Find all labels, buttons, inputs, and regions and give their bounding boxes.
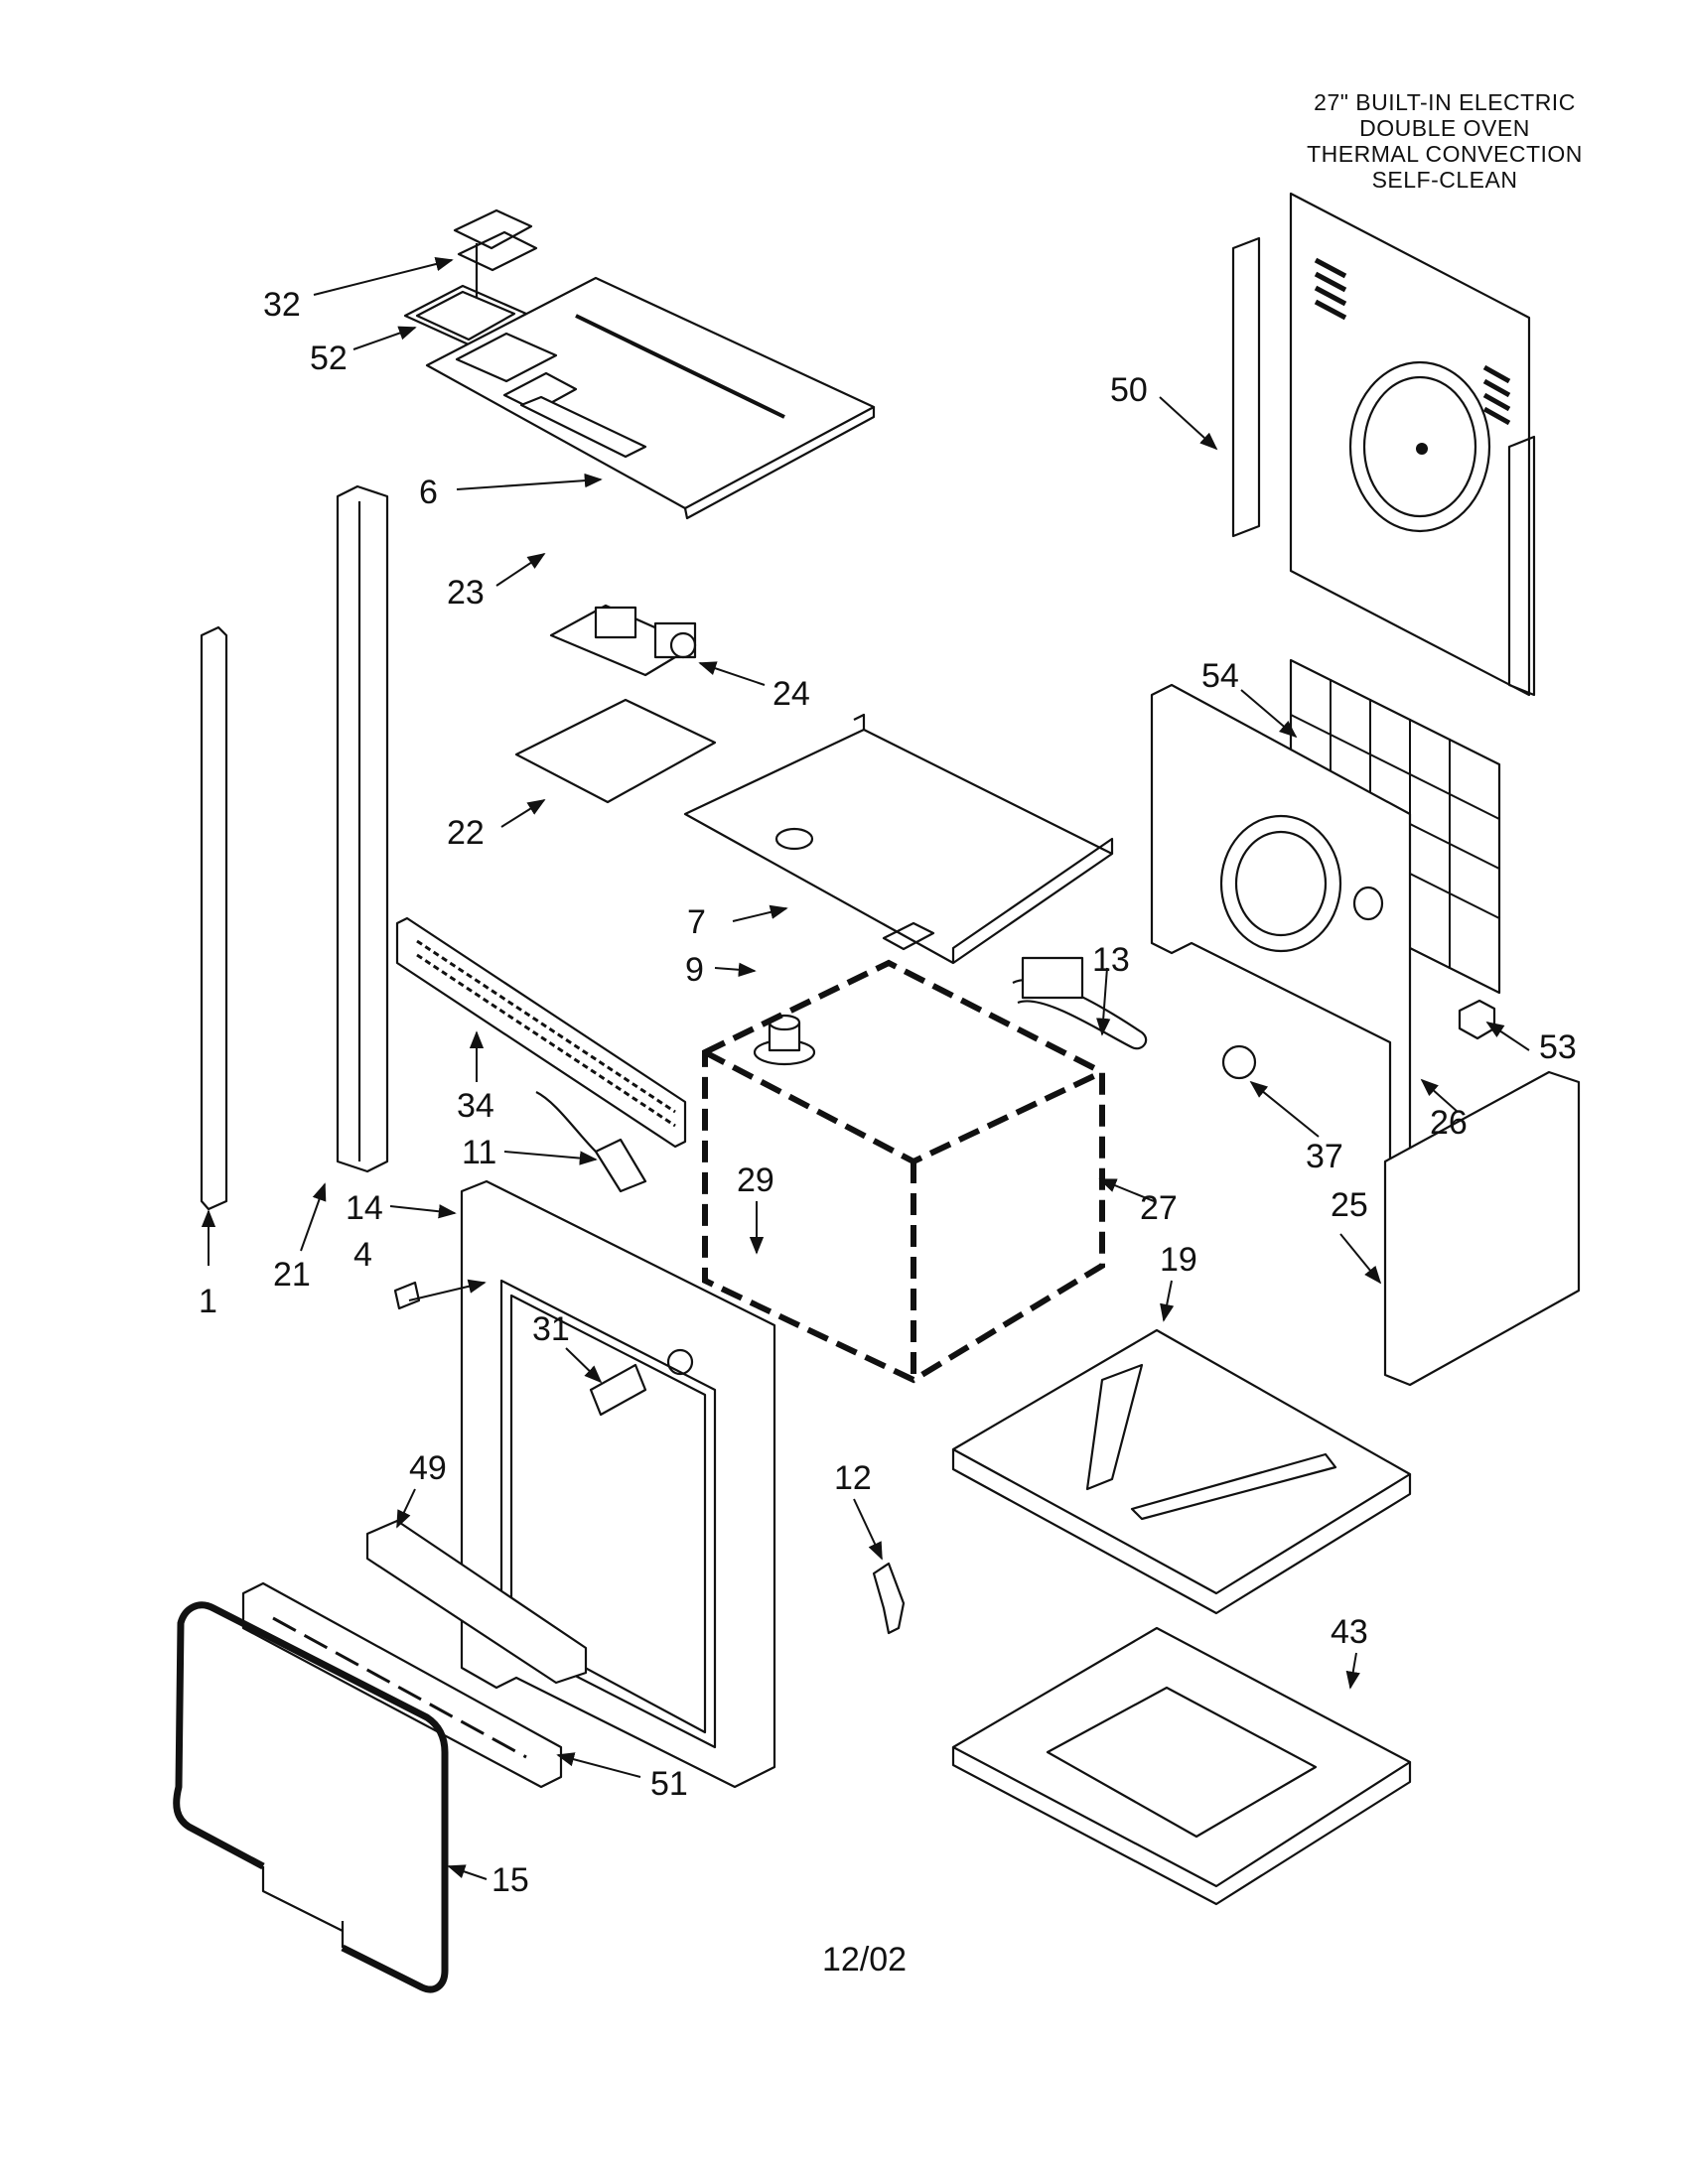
part-26-fan-baffle (1150, 683, 1412, 1163)
part-53-clip (1458, 999, 1496, 1040)
callout-9: 9 (685, 951, 704, 989)
callout-25: 25 (1331, 1186, 1368, 1224)
part-34-control-strip (395, 916, 687, 1149)
callout-24: 24 (772, 675, 810, 713)
callout-53: 53 (1539, 1028, 1577, 1066)
part-24-switch-assembly (549, 604, 697, 677)
callout-15: 15 (491, 1861, 529, 1899)
part-1-side-strip (200, 625, 228, 1211)
callout-21: 21 (273, 1256, 311, 1294)
part-43-bottom-tray (951, 1626, 1412, 1906)
part-31-lamp-socket (589, 1348, 694, 1417)
callout-11: 11 (462, 1134, 496, 1171)
title-line-3: THERMAL CONVECTION (1307, 141, 1583, 167)
part-50-rear-panel (1231, 192, 1536, 697)
part-6-top-panel (425, 276, 876, 520)
callout-43: 43 (1331, 1613, 1368, 1651)
title-block: 27" BUILT-IN ELECTRIC DOUBLE OVEN THERMA… (1241, 89, 1648, 193)
callout-51: 51 (650, 1765, 688, 1803)
callout-19: 19 (1160, 1241, 1197, 1279)
oven-cavity (702, 959, 1105, 1384)
callout-22: 22 (447, 814, 485, 852)
part-37-fan-nut (1221, 1044, 1257, 1080)
part-9-knob (753, 1014, 816, 1066)
part-13-convection-element (1012, 956, 1148, 1050)
callout-4: 4 (353, 1236, 372, 1274)
callout-12: 12 (834, 1459, 872, 1497)
title-line-4: SELF-CLEAN (1371, 167, 1518, 193)
callout-26: 26 (1430, 1104, 1468, 1142)
part-12-hinge (872, 1562, 906, 1635)
part-21-side-trim (336, 484, 389, 1173)
callout-52: 52 (310, 340, 348, 377)
callout-37: 37 (1306, 1138, 1343, 1175)
leader-lines (201, 256, 1530, 1880)
callout-32: 32 (263, 286, 301, 324)
title-line-1: 27" BUILT-IN ELECTRIC (1314, 89, 1576, 115)
callout-31: 31 (532, 1310, 570, 1348)
part-7-top-cover (683, 713, 1114, 965)
callout-29: 29 (737, 1161, 774, 1199)
callout-23: 23 (447, 574, 485, 612)
callout-50: 50 (1110, 371, 1148, 409)
part-4-screw (393, 1281, 421, 1310)
callout-54: 54 (1201, 657, 1239, 695)
part-19-bottom-shield (951, 1328, 1412, 1615)
part-11-sensor (535, 1091, 647, 1193)
callout-14: 14 (346, 1189, 383, 1227)
callout-6: 6 (419, 474, 438, 511)
callout-49: 49 (409, 1449, 447, 1487)
part-25-side-panel (1383, 1070, 1581, 1387)
title-line-2: DOUBLE OVEN (1359, 115, 1530, 141)
part-23-bracket (519, 395, 647, 459)
callout-13: 13 (1092, 941, 1130, 979)
callout-7: 7 (687, 903, 706, 941)
part-22-pad (514, 698, 717, 804)
part-14-front-frame (460, 1179, 776, 1789)
callout-34: 34 (457, 1087, 494, 1125)
callout-27: 27 (1140, 1189, 1178, 1227)
date-code: 12/02 (822, 1941, 908, 1979)
callout-1: 1 (199, 1283, 217, 1320)
part-32-vent-trim (453, 208, 538, 298)
callout-numbers: 32 52 6 50 23 24 54 22 7 13 9 34 53 26 1… (199, 286, 1577, 1899)
part-15-door-gasket (173, 1601, 449, 1993)
part-51-vent-grille (241, 1581, 563, 1789)
